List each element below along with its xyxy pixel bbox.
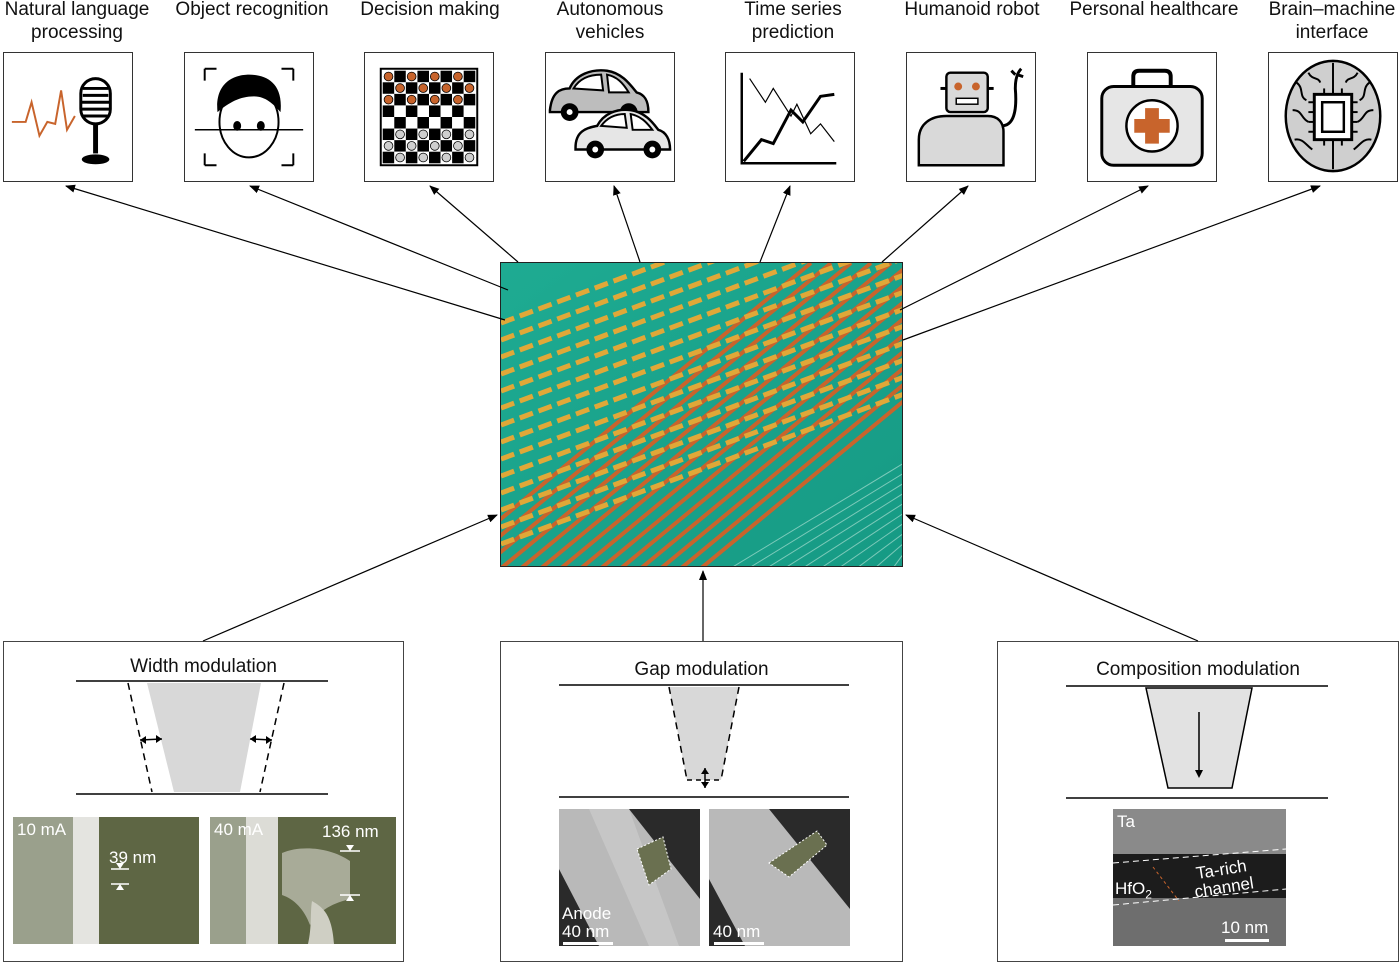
ta-label: Ta [1117, 812, 1135, 831]
panel-title-width: Width modulation [130, 656, 277, 677]
scale-bar-left [563, 942, 613, 945]
panel-title-composition: Composition modulation [1096, 659, 1300, 680]
current-40ma-label: 40 mA [214, 820, 264, 839]
line-chart-icon [725, 52, 855, 182]
width-micrograph-10ma: 10 mA 39 nm [13, 817, 199, 944]
cars-icon [545, 52, 675, 182]
composition-schematic [1066, 685, 1328, 799]
app-label-object-recognition: Object recognition [175, 0, 329, 20]
crossbar-array-image [500, 262, 903, 567]
app-label-healthcare: Personal healthcare [1069, 0, 1239, 20]
robot-icon [906, 52, 1036, 182]
app-label-decision-making: Decision making [360, 0, 500, 20]
gap-micrograph-left: Anode 40 nm [559, 809, 700, 946]
gap-micrograph-right: 40 nm [709, 809, 850, 946]
scale-40nm-left: 40 nm [562, 922, 610, 941]
microphone-waveform-icon [3, 52, 133, 182]
app-label-autonomous-vehicles: Autonomous vehicles [556, 0, 664, 43]
panel-title-gap: Gap modulation [634, 659, 769, 680]
app-label-time-series: Time series prediction [744, 0, 842, 43]
current-10ma-label: 10 mA [17, 820, 67, 839]
app-label-bmi: Brain–machine interface [1268, 0, 1396, 43]
width-136nm-label: 136 nm [322, 822, 379, 841]
hfo2-label: HfO2 [1115, 879, 1152, 902]
app-label-humanoid-robot: Humanoid robot [904, 0, 1040, 20]
checkerboard-icon [364, 52, 494, 182]
anode-label: Anode [562, 904, 612, 923]
width-schematic [76, 680, 328, 795]
brain-chip-icon [1268, 52, 1398, 182]
scale-40nm-right: 40 nm [713, 922, 761, 941]
gap-modulation-panel: Gap modulation Anode 40 nm 40 nm [500, 641, 903, 962]
scale-10nm-label: 10 nm [1221, 918, 1269, 937]
face-recognition-icon [184, 52, 314, 182]
scale-bar-right [714, 942, 764, 945]
width-39nm-label: 39 nm [109, 848, 157, 867]
scale-bar-10nm [1225, 939, 1269, 942]
app-label-nlp: Natural language processing [4, 0, 150, 43]
gap-schematic [559, 684, 849, 798]
width-micrograph-40ma: 40 mA 136 nm [210, 817, 396, 944]
width-modulation-panel: Width modulation 10 mA 39 nm [3, 641, 404, 962]
medical-kit-icon [1087, 52, 1217, 182]
